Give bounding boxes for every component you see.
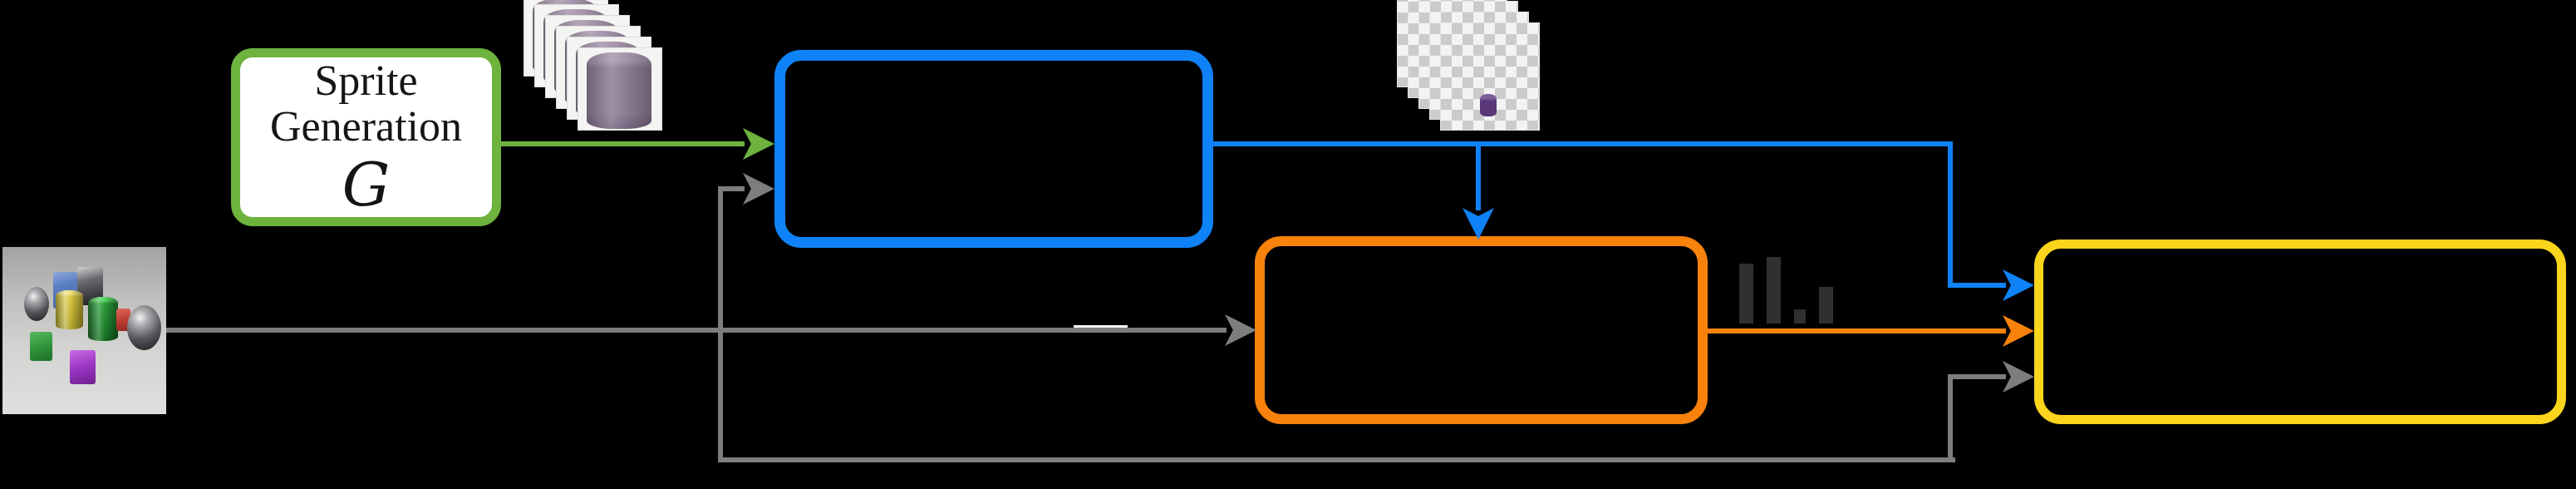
arrowhead-blue-into-reasoning [1463,208,1494,240]
edge-blue-elbow-down [1948,141,1953,288]
sprite-generation-symbol: G [342,150,391,220]
scene-red-cube [116,309,130,331]
edge-blue-into-output [1948,283,2006,288]
scene-green-cube [30,332,52,361]
arrowhead-gray-into-composition [743,173,774,205]
histogram-bar-3 [1819,287,1833,324]
histogram-icon [1739,257,1835,324]
output-box [2034,240,2566,424]
sprite-generation-box: Sprite Generation G [231,48,501,226]
arrowhead-blue-into-output [2003,269,2034,301]
edge-gray-vertical-branch [718,186,723,462]
composition-box [774,50,1213,248]
edge-gray-input-main [166,328,1227,333]
edge-gray-riser [1948,374,1953,462]
scene-metal-sphere-right [127,305,161,350]
white-mark-on-line [1074,325,1128,328]
mask-frame-front [1440,22,1540,131]
sprite-frame-front [578,47,662,131]
scene-yellow-cylinder [56,290,83,329]
edge-blue-main [1207,141,1953,146]
edge-orange-into-output [1703,328,2006,333]
edge-blue-branch-down [1476,144,1481,210]
arrowhead-gray-into-output [2003,361,2034,393]
scene-purple-cube [70,350,96,384]
histogram-bar-2 [1794,309,1806,324]
sprite-generation-label-line2: Generation [269,103,462,151]
arrowhead-gray-into-reasoning [1225,314,1256,346]
edge-green-sprites [499,141,745,146]
reasoning-box [1255,236,1708,424]
scene-green-cylinder [88,297,118,341]
mask-purple-cylinder [1480,94,1497,116]
edge-gray-into-output [1948,374,2006,379]
arrowhead-green-into-composition [743,128,774,160]
sprite-generation-label-line1: Sprite [314,57,418,105]
arrowhead-orange-into-output [2003,315,2034,347]
edge-gray-bottom-bypass [718,457,1955,462]
histogram-bar-0 [1739,264,1753,324]
sprite-cylinder [587,52,651,129]
input-scene-image [2,247,166,414]
scene-metal-sphere-left [24,287,49,321]
edge-gray-into-composition [718,186,745,191]
histogram-bar-1 [1767,257,1781,324]
